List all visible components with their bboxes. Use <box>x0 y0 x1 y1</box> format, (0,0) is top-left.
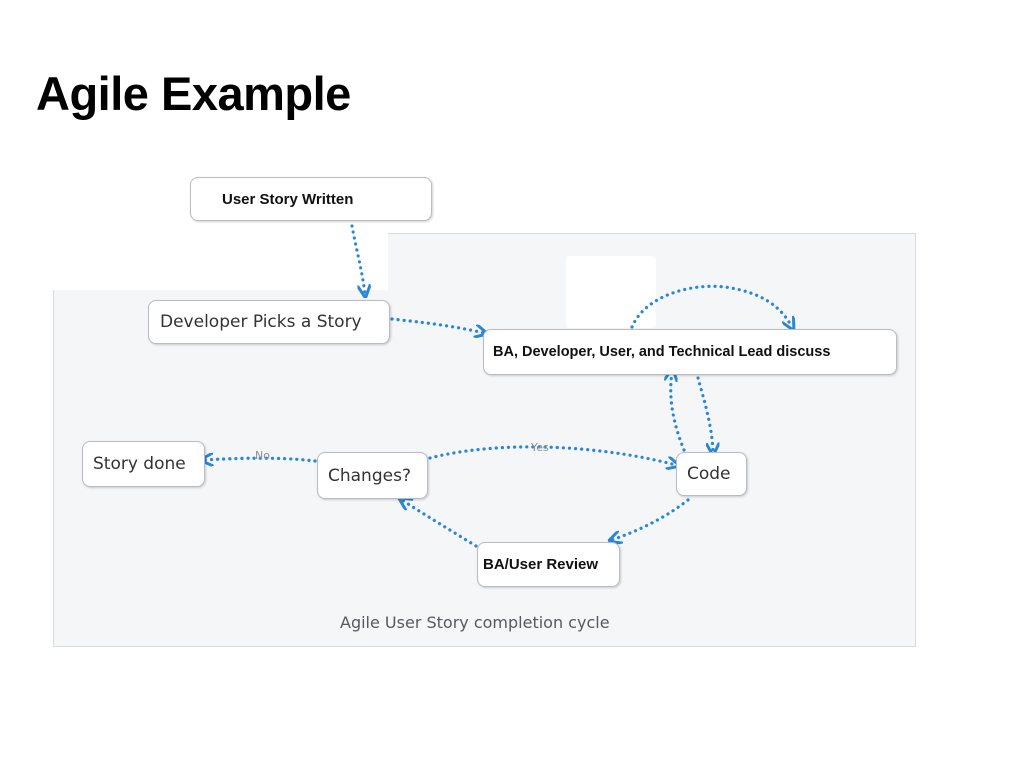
arrow-changes-to-code <box>428 445 676 465</box>
node-developer-picks-story-label: Developer Picks a Story <box>160 312 362 332</box>
edge-label-yes: Yes <box>531 441 549 454</box>
slide-title: Agile Example <box>36 67 351 120</box>
panel-mask-smudge <box>566 256 656 328</box>
arrow-discuss-loop <box>630 284 792 327</box>
node-story-done: Story done <box>82 441 205 487</box>
arrow-discuss-to-code <box>696 376 713 452</box>
arrow-developer-to-discuss <box>390 317 484 333</box>
node-review: BA/User Review <box>477 542 620 587</box>
node-discuss-label: BA, Developer, User, and Technical Lead … <box>493 344 831 360</box>
arrow-code-to-discuss <box>671 372 686 452</box>
arrow-code-to-review <box>612 498 690 540</box>
node-user-story-written-label: User Story Written <box>222 190 354 208</box>
node-discuss: BA, Developer, User, and Technical Lead … <box>483 329 897 375</box>
node-review-label: BA/User Review <box>483 556 599 573</box>
node-user-story-written: User Story Written <box>190 177 432 221</box>
node-changes: Changes? <box>317 452 428 499</box>
node-developer-picks-story: Developer Picks a Story <box>148 300 390 344</box>
node-code: Code <box>676 452 747 496</box>
arrow-written-to-developer <box>350 224 365 294</box>
panel-mask-left <box>50 230 388 290</box>
arrow-review-to-changes <box>402 500 478 548</box>
node-changes-label: Changes? <box>328 465 411 486</box>
node-code-label: Code <box>687 464 731 484</box>
diagram-caption: Agile User Story completion cycle <box>340 613 610 632</box>
node-story-done-label: Story done <box>93 454 186 474</box>
edge-label-no: No <box>255 449 270 462</box>
